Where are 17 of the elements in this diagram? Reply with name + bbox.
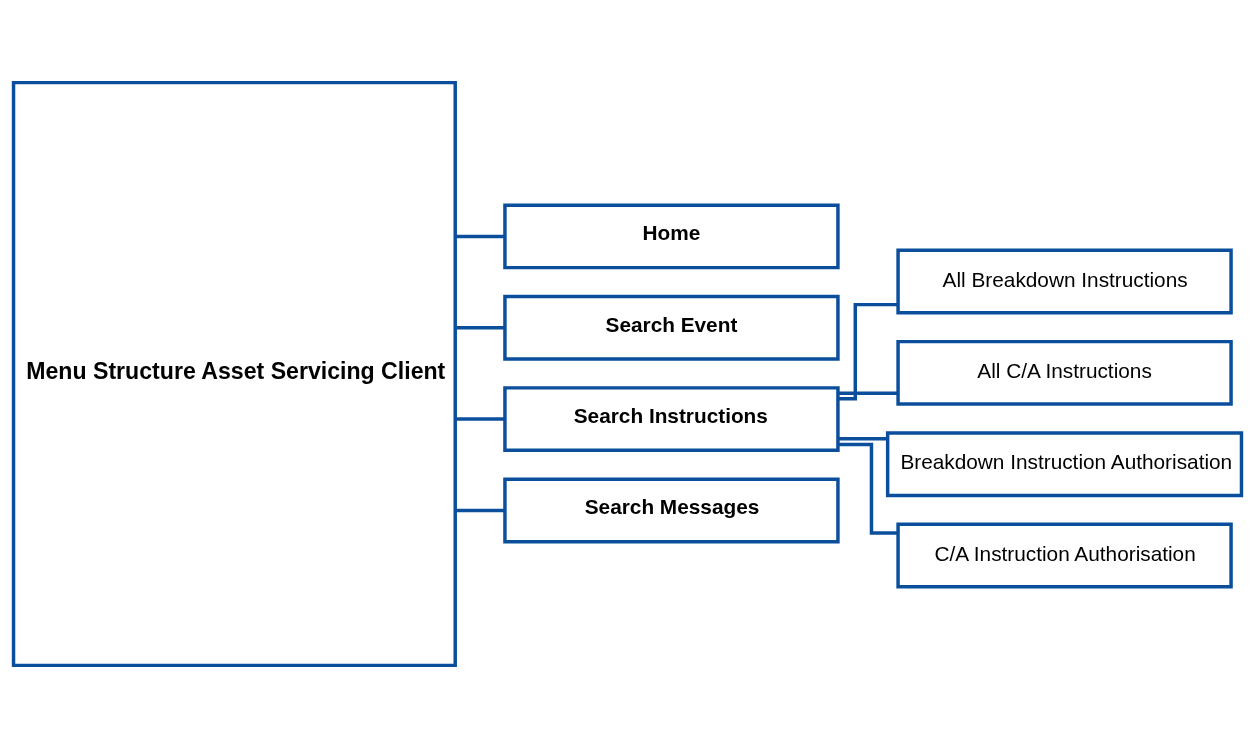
node-box: Search Event (503, 294, 840, 361)
node-box: Home (503, 202, 840, 269)
connector (455, 325, 505, 329)
connector (455, 416, 505, 421)
node-box: C/A Instruction Authorisation (896, 522, 1233, 588)
connector (838, 302, 898, 400)
node-box: Search Messages (503, 477, 840, 543)
connector (838, 436, 888, 440)
node-box: All C/A Instructions (896, 339, 1233, 406)
connector (455, 508, 505, 512)
connector (455, 234, 505, 238)
node-box: Menu Structure Asset Servicing Client (11, 80, 457, 667)
node-box: Breakdown Instruction Authorisation (885, 430, 1244, 497)
node-box: All Breakdown Instructions (896, 248, 1233, 314)
connector (838, 391, 898, 395)
node-box: Search Instructions (503, 385, 840, 452)
connector (838, 442, 898, 535)
